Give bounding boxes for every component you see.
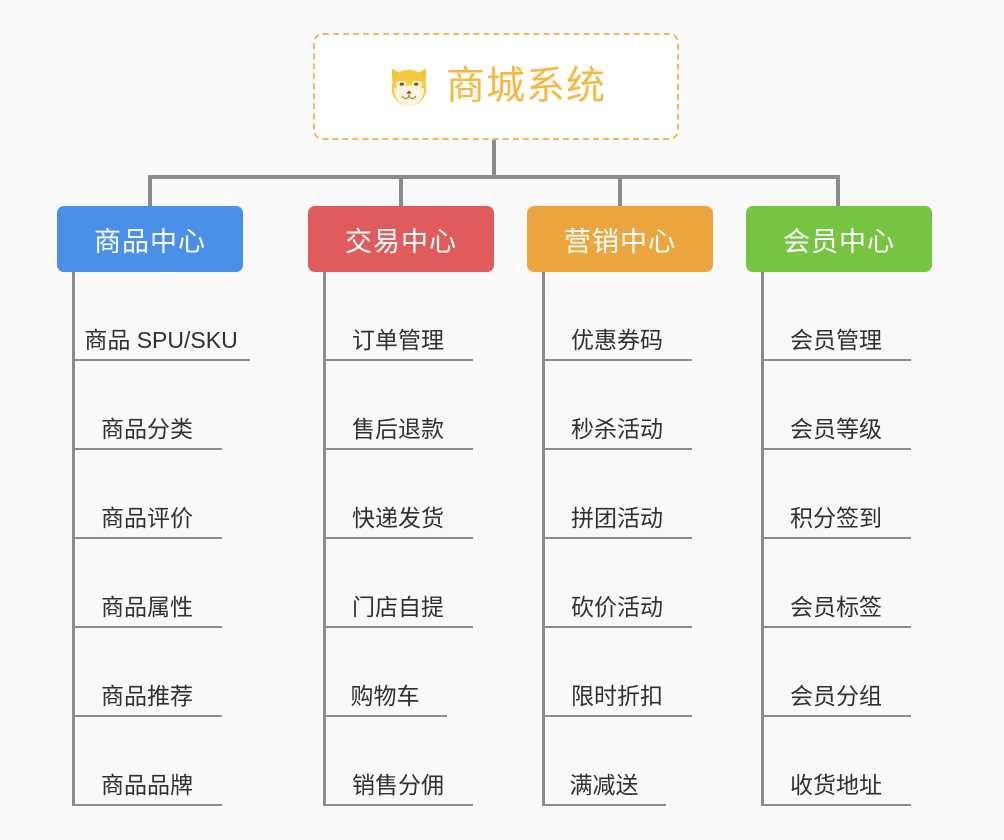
category-box-product-center[interactable]: 商品中心 (57, 206, 243, 272)
leaf-item[interactable]: 砍价活动 (542, 539, 692, 628)
leaf-item[interactable]: 收货地址 (761, 717, 911, 806)
leaf-item-label: 满减送 (569, 771, 639, 798)
leaf-item-label: 销售分佣 (352, 771, 444, 798)
leaf-item[interactable]: 优惠券码 (542, 272, 692, 361)
leaf-item[interactable]: 订单管理 (323, 272, 473, 361)
leaf-item[interactable]: 购物车 (323, 628, 447, 717)
leaf-item-label: 商品属性 (101, 593, 193, 620)
leaf-item-label: 限时折扣 (571, 682, 663, 709)
connector-drop-marketing-center (618, 175, 622, 206)
leaf-item[interactable]: 满减送 (542, 717, 666, 806)
connector-root-stem (492, 140, 496, 177)
leaf-item[interactable]: 门店自提 (323, 539, 473, 628)
category-box-marketing-center[interactable]: 营销中心 (527, 206, 713, 272)
leaf-item[interactable]: 商品 SPU/SKU (72, 272, 250, 361)
leaf-item[interactable]: 商品评价 (72, 450, 222, 539)
category-label-trade-center: 交易中心 (345, 226, 457, 257)
leaf-item-label: 售后退款 (352, 415, 444, 442)
connector-horizontal-bus (148, 175, 840, 179)
leaf-item[interactable]: 商品推荐 (72, 628, 222, 717)
leaf-item[interactable]: 会员标签 (761, 539, 911, 628)
category-label-marketing-center: 营销中心 (564, 226, 676, 257)
leaf-item[interactable]: 会员等级 (761, 361, 911, 450)
leaf-item[interactable]: 商品品牌 (72, 717, 222, 806)
leaf-item[interactable]: 会员管理 (761, 272, 911, 361)
leaf-item[interactable]: 积分签到 (761, 450, 911, 539)
leaf-column-trade-center: 订单管理 售后退款 快递发货 门店自提 购物车 销售分佣 (323, 272, 473, 806)
leaf-item-label: 会员管理 (790, 326, 882, 353)
leaf-item[interactable]: 商品分类 (72, 361, 222, 450)
category-label-product-center: 商品中心 (94, 226, 206, 257)
leaf-item[interactable]: 商品属性 (72, 539, 222, 628)
leaf-item[interactable]: 拼团活动 (542, 450, 692, 539)
category-box-member-center[interactable]: 会员中心 (746, 206, 932, 272)
leaf-item-label: 收货地址 (790, 771, 882, 798)
leaf-item[interactable]: 秒杀活动 (542, 361, 692, 450)
column-spine-trade-center (323, 272, 326, 806)
leaf-item-label: 优惠券码 (571, 326, 663, 353)
leaf-item-label: 购物车 (350, 682, 420, 709)
leaf-item-label: 砍价活动 (571, 593, 663, 620)
leaf-item-label: 商品品牌 (101, 771, 193, 798)
root-node-title: 商城系统 (445, 65, 606, 108)
connector-drop-member-center (836, 175, 840, 206)
leaf-column-product-center: 商品 SPU/SKU 商品分类 商品评价 商品属性 商品推荐 商品品牌 (72, 272, 250, 806)
leaf-item-label: 快递发货 (352, 504, 444, 531)
leaf-item-label: 积分签到 (790, 504, 882, 531)
leaf-column-member-center: 会员管理 会员等级 积分签到 会员标签 会员分组 收货地址 (761, 272, 911, 806)
leaf-item[interactable]: 快递发货 (323, 450, 473, 539)
connector-drop-product-center (148, 175, 152, 206)
category-label-member-center: 会员中心 (783, 226, 895, 257)
leaf-item-label: 商品分类 (101, 415, 193, 442)
leaf-item-label: 会员等级 (790, 415, 882, 442)
leaf-item-label: 门店自提 (352, 593, 444, 620)
root-node-shop-system[interactable]: 商城系统 (313, 33, 679, 140)
category-box-trade-center[interactable]: 交易中心 (308, 206, 494, 272)
column-spine-member-center (761, 272, 764, 806)
leaf-item-label: 会员标签 (790, 593, 882, 620)
shiba-dog-face-icon (391, 67, 427, 106)
leaf-item-label: 商品 SPU/SKU (84, 326, 238, 353)
leaf-item[interactable]: 会员分组 (761, 628, 911, 717)
leaf-item-label: 订单管理 (352, 326, 444, 353)
leaf-item-label: 会员分组 (790, 682, 882, 709)
leaf-item-label: 拼团活动 (571, 504, 663, 531)
leaf-column-marketing-center: 优惠券码 秒杀活动 拼团活动 砍价活动 限时折扣 满减送 (542, 272, 692, 806)
leaf-item[interactable]: 售后退款 (323, 361, 473, 450)
leaf-item[interactable]: 限时折扣 (542, 628, 692, 717)
leaf-item-label: 商品推荐 (101, 682, 193, 709)
connector-drop-trade-center (399, 175, 403, 206)
leaf-item[interactable]: 销售分佣 (323, 717, 473, 806)
column-spine-product-center (72, 272, 75, 806)
leaf-item-label: 商品评价 (101, 504, 193, 531)
column-spine-marketing-center (542, 272, 545, 806)
leaf-item-label: 秒杀活动 (571, 415, 663, 442)
